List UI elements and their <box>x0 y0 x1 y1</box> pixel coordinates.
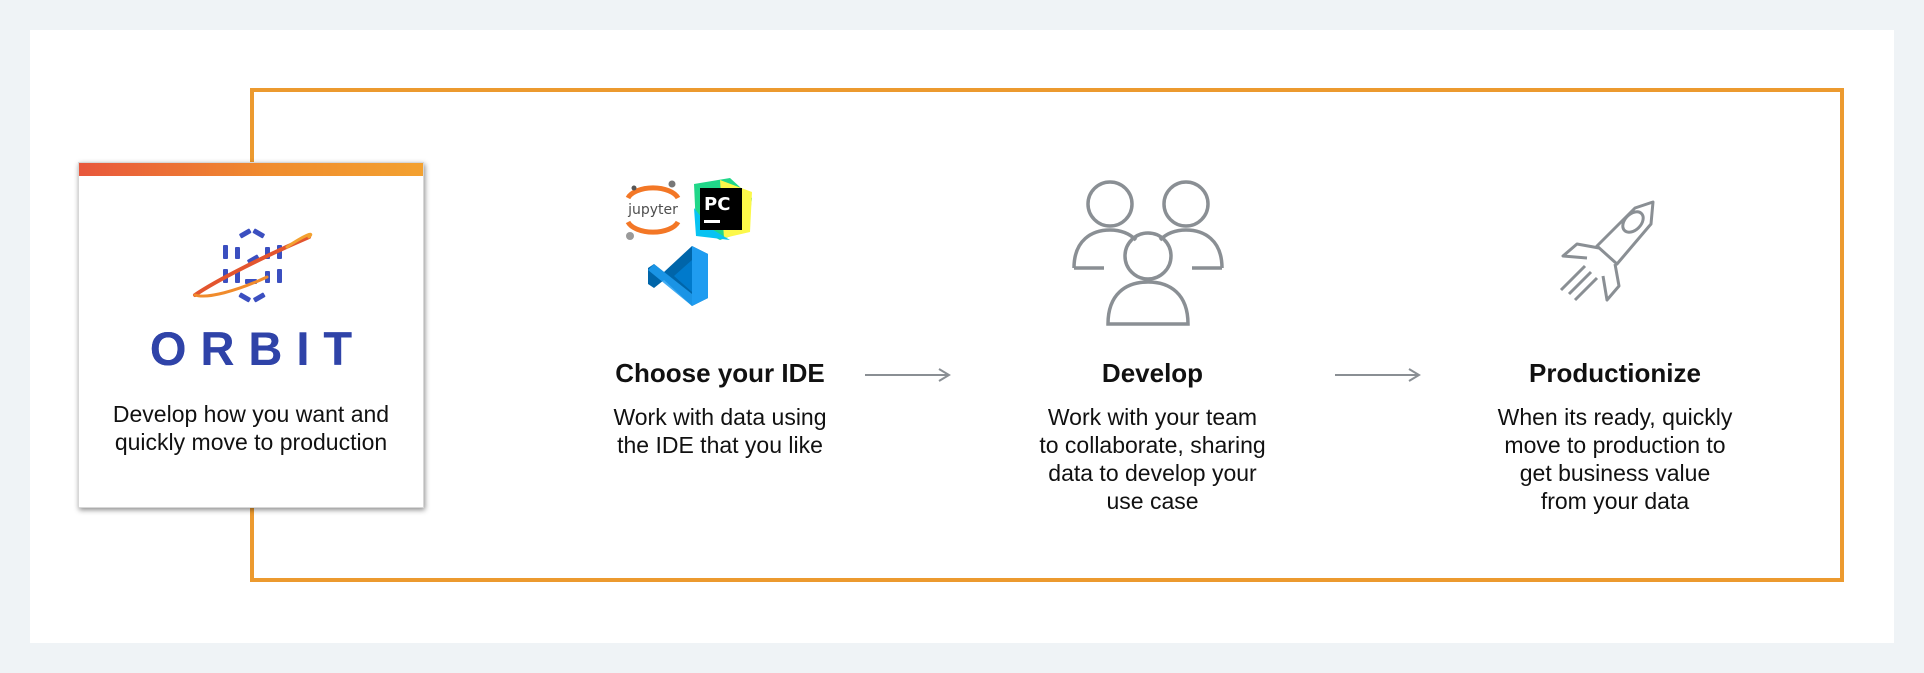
step-description-line: from your data <box>1540 488 1690 514</box>
vscode-logo-icon <box>648 246 708 306</box>
step-description-line: use case <box>1106 488 1199 514</box>
step-productionize: Productionize When its ready, quickly mo… <box>1470 357 1760 515</box>
diagram-canvas: ORBIT Develop how you want and quickly m… <box>30 30 1894 643</box>
step-description: Work with data using the IDE that you li… <box>570 403 870 459</box>
step-description-line: get business value <box>1519 460 1711 486</box>
users-group-icon <box>1072 180 1224 326</box>
ide-logos: jupyter PC <box>620 178 780 308</box>
step-description-line: Work with your team <box>1047 404 1258 430</box>
arrow-right-icon <box>865 368 951 382</box>
jupyter-logo-icon: jupyter <box>625 180 681 240</box>
step-choose-ide: Choose your IDE Work with data using the… <box>570 357 870 459</box>
orbit-logo-icon <box>193 228 313 303</box>
rocket-icon <box>1559 200 1655 302</box>
step-title: Choose your IDE <box>615 358 825 388</box>
step-description-line: move to production to <box>1504 432 1726 458</box>
step-develop: Develop Work with your team to collabora… <box>1020 357 1285 515</box>
step-description-line: When its ready, quickly <box>1497 404 1733 430</box>
orbit-card: ORBIT Develop how you want and quickly m… <box>78 162 424 508</box>
step-title: Develop <box>1101 358 1204 388</box>
step-title: Productionize <box>1529 358 1701 388</box>
step-description-line: to collaborate, sharing <box>1039 432 1266 458</box>
step-description: When its ready, quickly move to producti… <box>1470 403 1760 515</box>
orbit-card-description: Develop how you want and quickly move to… <box>89 400 413 456</box>
step-description-line: the IDE that you like <box>617 432 823 458</box>
step-description-line: Work with data using <box>613 404 827 430</box>
orbit-card-description-line: quickly move to production <box>114 429 388 455</box>
card-accent-bar <box>79 163 423 176</box>
step-description: Work with your team to collaborate, shar… <box>1020 403 1285 515</box>
orbit-wordmark: ORBIT <box>79 321 423 376</box>
arrow-right-icon <box>1335 368 1421 382</box>
pycharm-logo-icon: PC <box>694 178 752 240</box>
orbit-card-description-line: Develop how you want and <box>112 401 390 427</box>
jupyter-label: jupyter <box>627 202 678 218</box>
step-description-line: data to develop your <box>1048 460 1257 486</box>
pycharm-label: PC <box>704 194 730 215</box>
